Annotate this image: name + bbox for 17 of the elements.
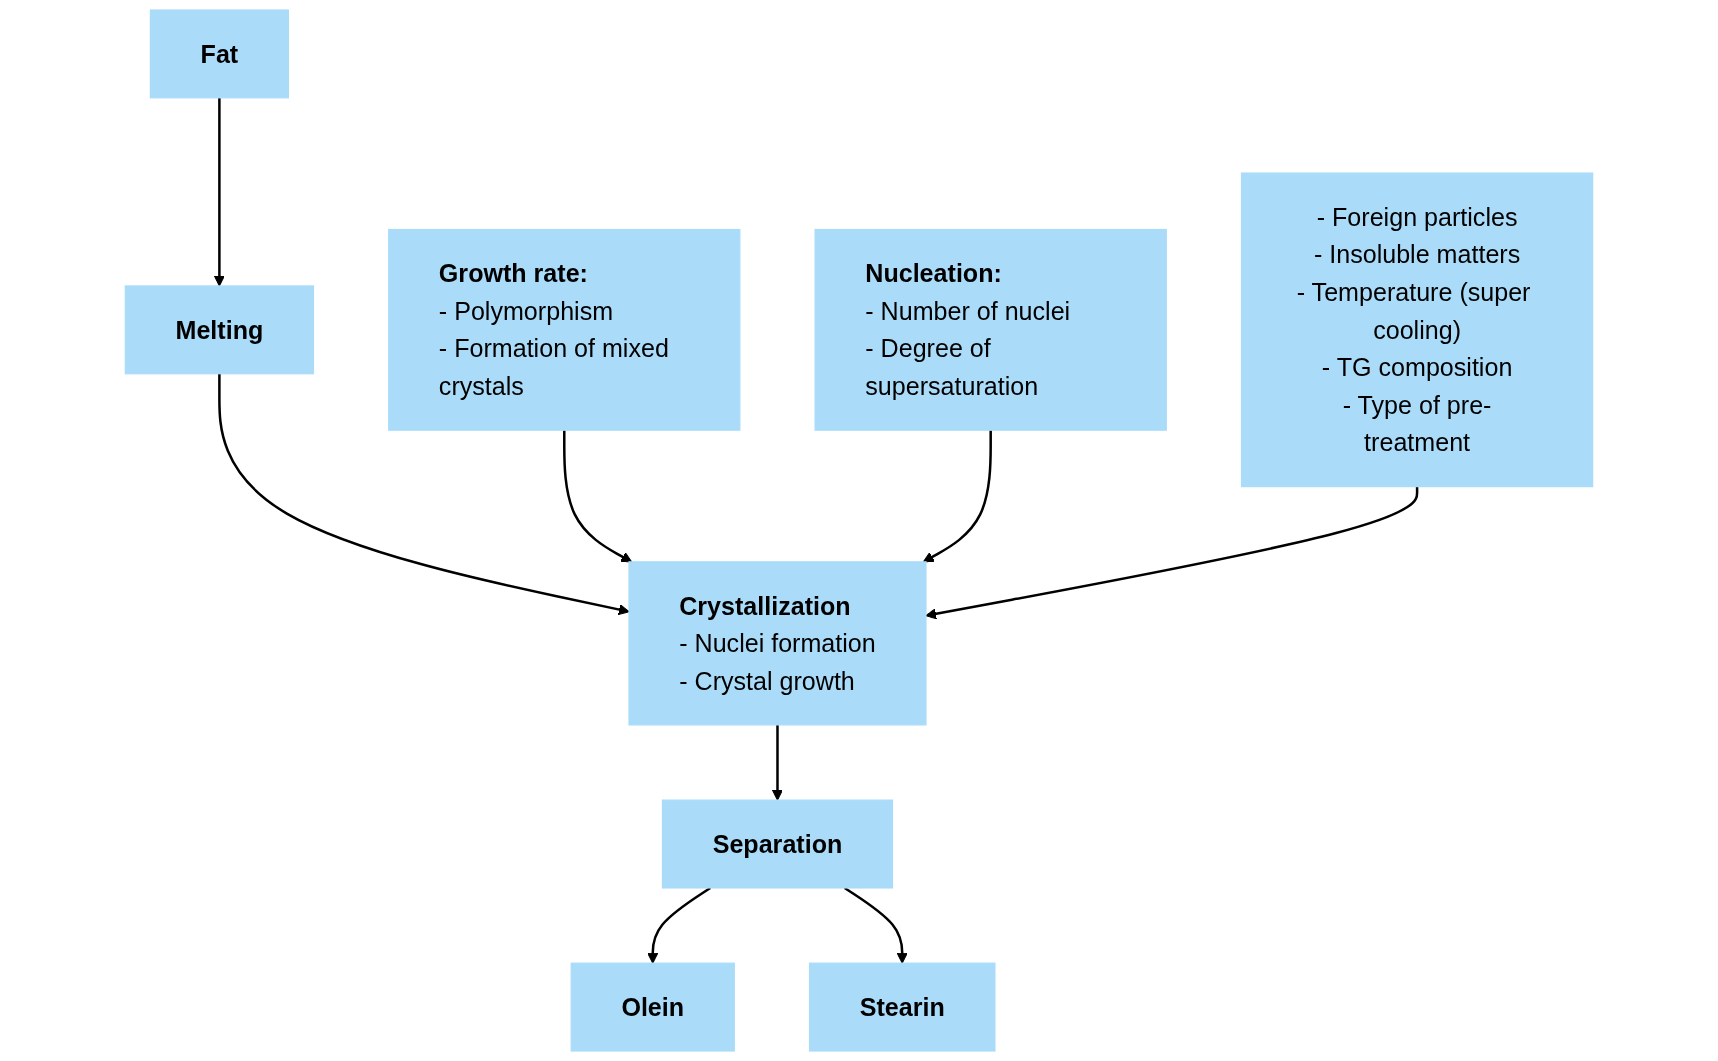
node-box: - Foreign particles - Insoluble matters - Temperature (super cooling) - TG composition - Type of pre-treatment <box>1240 172 1594 488</box>
node-box: Melting <box>124 285 315 375</box>
node-box: Stearin <box>808 962 996 1052</box>
node-box: Nucleation: - Number of nuclei - Degree of supersaturation <box>814 228 1167 431</box>
arrow <box>647 886 711 964</box>
node-box: Separation <box>661 799 894 889</box>
node-box: Fat <box>149 9 289 99</box>
arrow <box>771 724 783 801</box>
node-box: Growth rate: - Polymorphism - Formation of mixed crystals <box>388 228 741 431</box>
arrow <box>925 486 1419 620</box>
arrow <box>922 430 992 563</box>
node-box: Olein <box>570 962 735 1052</box>
arrow <box>218 373 630 615</box>
arrow <box>563 430 633 563</box>
arrow <box>213 97 225 287</box>
arrow <box>843 886 908 964</box>
node-box: Crystallization - Nuclei formation - Crystal growth <box>628 561 927 726</box>
